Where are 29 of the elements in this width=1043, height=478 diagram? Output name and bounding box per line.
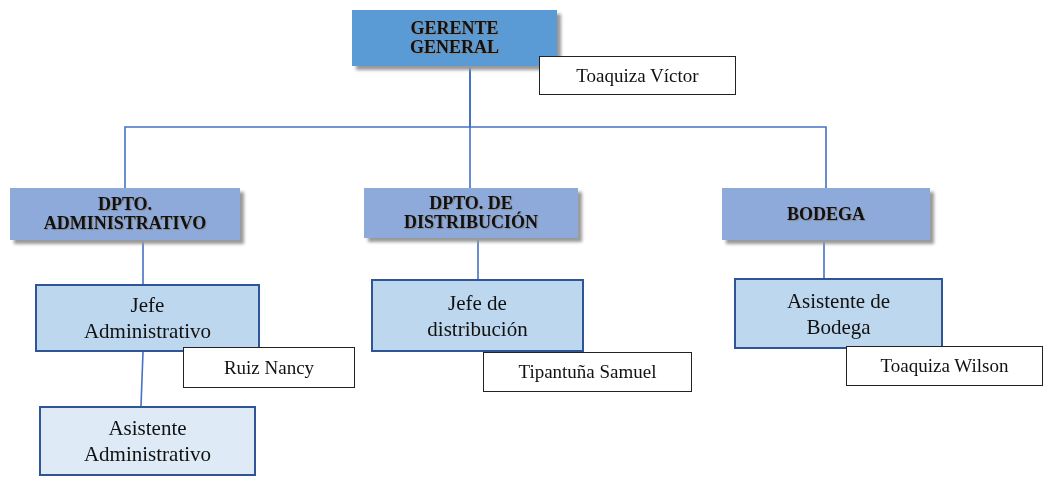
connector-line [477,237,479,280]
connector-line [142,239,144,285]
position-box [39,406,256,476]
box-label: Asistente de Bodega [785,287,892,340]
box-label: Tipantuña Samuel [518,361,657,383]
name-box [846,346,1043,386]
box-label: Toaquiza Víctor [576,64,699,87]
title-box [352,10,557,66]
box-label: Ruiz Nancy [223,356,315,379]
department-box [722,188,930,240]
department-box [364,188,578,238]
name-box [483,352,692,392]
box-label: Jefe Administrativo [82,292,213,344]
box-label: DPTO. ADMINISTRATIVO [42,195,208,233]
box-label: DPTO. DE DISTRIBUCIÓN [402,194,539,232]
connector-line [469,65,827,189]
box-label: BODEGA [787,204,865,224]
connector-line [823,239,825,279]
box-label: GERENTE GENERAL [409,19,500,57]
box-label: Toaquiza Wilson [880,355,1009,377]
name-box [183,347,355,388]
name-box [539,56,736,95]
connector-line [140,351,144,407]
box-label: Jefe de distribución [426,289,529,342]
department-box [10,188,240,240]
position-box [35,284,260,352]
position-box [734,278,943,349]
box-label: Asistente Administrativo [82,415,213,467]
position-box [371,279,584,352]
